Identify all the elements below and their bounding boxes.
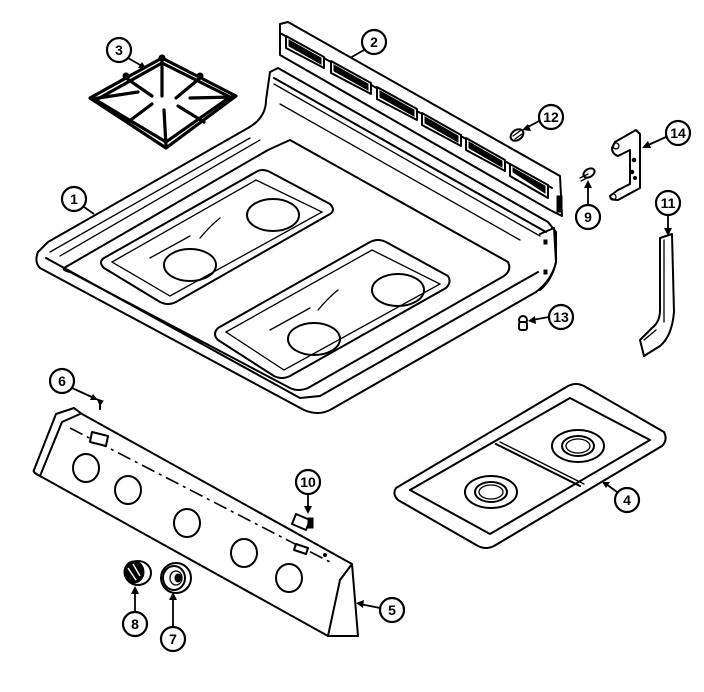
callout-1-label: 1 bbox=[70, 191, 78, 207]
callout-9 bbox=[574, 203, 602, 231]
part-control-knob bbox=[123, 560, 152, 586]
callout-3-label: 3 bbox=[115, 42, 123, 58]
callout-11-label: 11 bbox=[661, 195, 676, 211]
callout-12 bbox=[537, 103, 565, 131]
callout-10-label: 10 bbox=[300, 474, 316, 490]
callout-9-label: 9 bbox=[584, 209, 592, 225]
part-burner-pan bbox=[393, 383, 667, 549]
callouts: 1 2 3 4 5 6 7 8 bbox=[48, 28, 692, 653]
part-control-panel bbox=[32, 407, 359, 637]
part-panel-screw bbox=[96, 398, 104, 410]
callout-7 bbox=[159, 625, 187, 653]
part-knob-bezel bbox=[160, 562, 192, 594]
vent-slots-icon bbox=[285, 35, 549, 199]
callout-14-label: 14 bbox=[670, 125, 686, 141]
callout-12-label: 12 bbox=[543, 109, 559, 125]
callout-14 bbox=[664, 119, 692, 147]
part-bumper bbox=[518, 315, 528, 331]
callout-1 bbox=[60, 185, 88, 213]
callout-3 bbox=[105, 36, 133, 64]
callout-13 bbox=[547, 303, 575, 331]
callout-11 bbox=[654, 189, 682, 217]
callout-8-label: 8 bbox=[131, 616, 139, 632]
part-support-bracket bbox=[609, 129, 641, 201]
callout-5-label: 5 bbox=[388, 602, 396, 618]
callout-6-label: 6 bbox=[58, 373, 66, 389]
callout-13-label: 13 bbox=[553, 309, 569, 325]
callout-4 bbox=[613, 486, 641, 514]
part-ignition-switch bbox=[291, 513, 314, 531]
callout-10 bbox=[294, 468, 322, 496]
part-backguard-trim bbox=[279, 21, 563, 217]
part-side-trim bbox=[639, 233, 675, 357]
part-cooktop-main bbox=[35, 67, 557, 414]
callout-4-label: 4 bbox=[623, 492, 631, 508]
callout-5 bbox=[378, 596, 406, 624]
callout-8 bbox=[121, 610, 149, 638]
callout-2 bbox=[360, 28, 388, 56]
part-burner-grate bbox=[88, 54, 238, 150]
callout-2-label: 2 bbox=[370, 34, 378, 50]
callout-6 bbox=[48, 367, 76, 395]
part-spacer-bushing bbox=[509, 128, 525, 142]
part-mounting-screw bbox=[579, 167, 596, 182]
callout-7-label: 7 bbox=[169, 631, 177, 647]
